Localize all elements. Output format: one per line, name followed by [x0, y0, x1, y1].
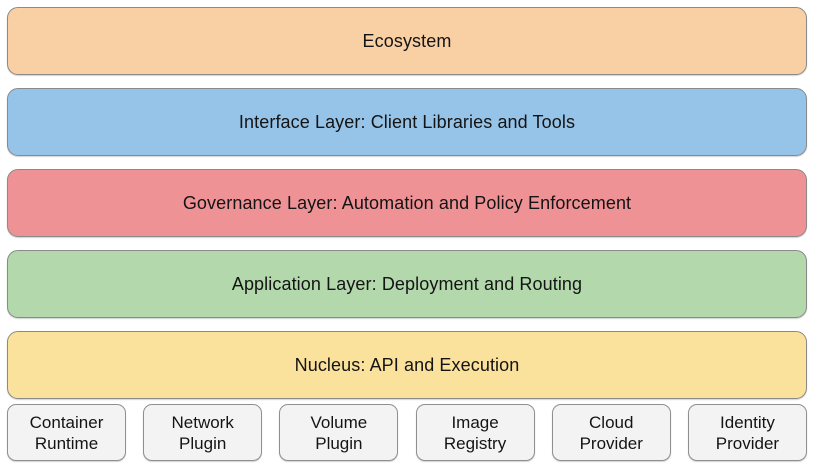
plugin-label-line1: Identity [720, 412, 775, 432]
plugin-label-line1: Container [29, 412, 104, 432]
plugin-label-line1: Volume [310, 412, 368, 432]
plugin-image-registry[interactable]: Image Registry [415, 404, 535, 461]
layer-label: Ecosystem [362, 31, 452, 51]
plugin-label-line2: Runtime [34, 433, 99, 453]
plugin-label-line1: Cloud [589, 412, 634, 432]
plugin-label-line2: Plugin [179, 433, 227, 453]
plugin-label-line2: Provider [715, 433, 780, 453]
plugin-network-plugin[interactable]: Network Plugin [143, 404, 263, 461]
layer-label: Interface Layer: Client Libraries and To… [238, 112, 576, 132]
layer-label: Governance Layer: Automation and Policy … [182, 193, 632, 213]
plugin-cloud-provider[interactable]: Cloud Provider [551, 404, 671, 461]
layer-governance[interactable]: Governance Layer: Automation and Policy … [7, 169, 807, 237]
plugin-label-line1: Network [171, 412, 234, 432]
plugin-label-line2: Provider [579, 433, 643, 453]
layer-label: Application Layer: Deployment and Routin… [231, 274, 583, 294]
layer-label: Nucleus: API and Execution [294, 355, 520, 375]
layer-nucleus[interactable]: Nucleus: API and Execution [7, 331, 807, 399]
layer-stack: Ecosystem Interface Layer: Client Librar… [7, 7, 807, 412]
plugin-label-line1: Image [451, 412, 499, 432]
plugin-identity-provider[interactable]: Identity Provider [687, 404, 807, 461]
plugin-volume-plugin[interactable]: Volume Plugin [279, 404, 399, 461]
layer-application[interactable]: Application Layer: Deployment and Routin… [7, 250, 807, 318]
plugin-label-line2: Plugin [315, 433, 363, 453]
plugin-container-runtime[interactable]: Container Runtime [7, 404, 126, 461]
layer-interface[interactable]: Interface Layer: Client Libraries and To… [7, 88, 807, 156]
layer-ecosystem[interactable]: Ecosystem [7, 7, 807, 75]
plugin-label-line2: Registry [443, 433, 507, 453]
plugin-row: Container Runtime Network Plugin Volume … [7, 404, 807, 461]
